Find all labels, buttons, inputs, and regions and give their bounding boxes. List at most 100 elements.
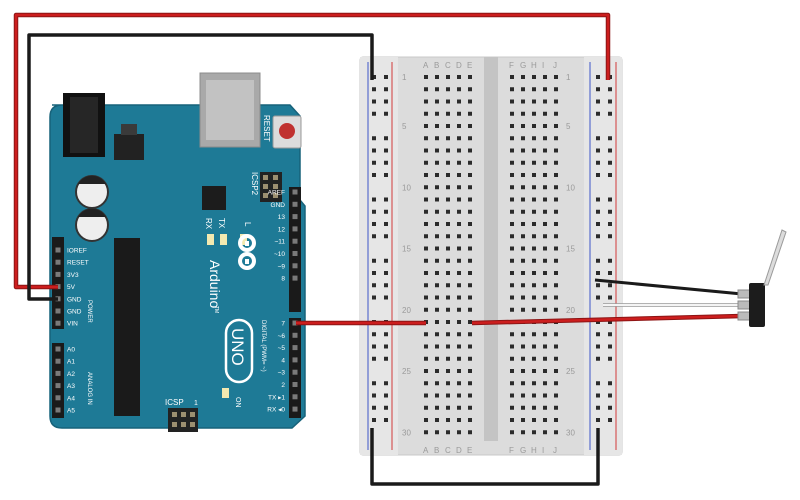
breadboard-hole[interactable] — [510, 369, 514, 373]
breadboard-hole[interactable] — [424, 246, 428, 251]
breadboard-hole[interactable] — [543, 185, 547, 190]
breadboard-hole[interactable] — [435, 258, 439, 263]
rail-hole[interactable] — [608, 393, 612, 398]
breadboard-hole[interactable] — [554, 87, 558, 92]
breadboard-hole[interactable] — [424, 234, 428, 239]
breadboard-hole[interactable] — [446, 258, 450, 263]
rail-hole[interactable] — [596, 393, 600, 398]
breadboard-hole[interactable] — [532, 75, 536, 79]
breadboard-hole[interactable] — [457, 332, 461, 337]
breadboard-hole[interactable] — [521, 222, 525, 226]
breadboard-hole[interactable] — [532, 393, 536, 398]
breadboard-hole[interactable] — [521, 405, 525, 410]
breadboard-hole[interactable] — [446, 222, 450, 226]
breadboard-hole[interactable] — [521, 173, 525, 177]
breadboard-hole[interactable] — [510, 160, 514, 165]
breadboard-hole[interactable] — [435, 246, 439, 251]
breadboard-hole[interactable] — [543, 160, 547, 165]
breadboard-hole[interactable] — [532, 234, 536, 239]
breadboard-hole[interactable] — [510, 246, 514, 251]
rail-hole[interactable] — [372, 148, 376, 153]
breadboard-hole[interactable] — [435, 234, 439, 239]
rail-hole[interactable] — [384, 111, 388, 116]
breadboard-hole[interactable] — [457, 405, 461, 410]
header-pin[interactable] — [55, 320, 61, 326]
rail-hole[interactable] — [372, 344, 376, 349]
breadboard-hole[interactable] — [446, 405, 450, 410]
breadboard-hole[interactable] — [457, 271, 461, 275]
header-pin[interactable] — [292, 189, 298, 195]
rail-hole[interactable] — [372, 405, 376, 410]
breadboard-hole[interactable] — [457, 222, 461, 226]
rail-hole[interactable] — [596, 87, 600, 92]
breadboard-hole[interactable] — [446, 332, 450, 337]
breadboard-hole[interactable] — [457, 148, 461, 153]
rail-hole[interactable] — [596, 148, 600, 153]
rail-hole[interactable] — [608, 99, 612, 104]
breadboard-hole[interactable] — [424, 381, 428, 386]
breadboard-hole[interactable] — [521, 234, 525, 239]
rail-hole[interactable] — [372, 136, 376, 141]
breadboard-hole[interactable] — [532, 185, 536, 190]
breadboard-hole[interactable] — [543, 393, 547, 398]
breadboard-hole[interactable] — [457, 430, 461, 435]
header-pin[interactable] — [55, 407, 61, 413]
rail-hole[interactable] — [596, 258, 600, 263]
breadboard-hole[interactable] — [543, 356, 547, 361]
breadboard-hole[interactable] — [435, 99, 439, 104]
breadboard-hole[interactable] — [446, 418, 450, 422]
breadboard-hole[interactable] — [510, 430, 514, 435]
rail-hole[interactable] — [384, 99, 388, 104]
breadboard-hole[interactable] — [435, 209, 439, 214]
breadboard-hole[interactable] — [554, 356, 558, 361]
breadboard-hole[interactable] — [521, 148, 525, 153]
breadboard-hole[interactable] — [435, 369, 439, 373]
rail-hole[interactable] — [608, 320, 612, 324]
breadboard-hole[interactable] — [554, 124, 558, 128]
rail-hole[interactable] — [372, 393, 376, 398]
header-pin[interactable] — [292, 382, 298, 387]
rail-hole[interactable] — [596, 160, 600, 165]
breadboard-hole[interactable] — [510, 209, 514, 214]
breadboard-hole[interactable] — [521, 185, 525, 190]
breadboard-hole[interactable] — [446, 393, 450, 398]
breadboard-hole[interactable] — [532, 271, 536, 275]
breadboard-hole[interactable] — [543, 430, 547, 435]
breadboard-hole[interactable] — [543, 136, 547, 141]
breadboard-hole[interactable] — [457, 136, 461, 141]
rail-hole[interactable] — [384, 87, 388, 92]
breadboard-hole[interactable] — [457, 295, 461, 300]
breadboard-hole[interactable] — [510, 356, 514, 361]
breadboard-hole[interactable] — [554, 307, 558, 312]
rail-hole[interactable] — [596, 405, 600, 410]
rail-hole[interactable] — [608, 222, 612, 226]
breadboard-hole[interactable] — [510, 185, 514, 190]
breadboard-hole[interactable] — [510, 283, 514, 288]
breadboard-hole[interactable] — [424, 209, 428, 214]
header-pin[interactable] — [292, 226, 298, 232]
header-pin[interactable] — [292, 214, 298, 220]
breadboard-hole[interactable] — [532, 222, 536, 226]
breadboard-hole[interactable] — [510, 173, 514, 177]
breadboard-hole[interactable] — [468, 136, 472, 141]
breadboard-hole[interactable] — [468, 246, 472, 251]
rail-hole[interactable] — [596, 136, 600, 141]
breadboard-hole[interactable] — [532, 405, 536, 410]
rail-hole[interactable] — [596, 99, 600, 104]
breadboard-hole[interactable] — [521, 418, 525, 422]
breadboard-hole[interactable] — [424, 369, 428, 373]
breadboard-hole[interactable] — [554, 430, 558, 435]
breadboard-hole[interactable] — [446, 246, 450, 251]
breadboard-hole[interactable] — [554, 136, 558, 141]
breadboard-hole[interactable] — [435, 381, 439, 386]
rail-hole[interactable] — [596, 332, 600, 337]
breadboard-hole[interactable] — [543, 246, 547, 251]
breadboard-hole[interactable] — [521, 246, 525, 251]
breadboard-hole[interactable] — [468, 234, 472, 239]
breadboard-hole[interactable] — [435, 320, 439, 324]
breadboard-hole[interactable] — [543, 283, 547, 288]
breadboard-hole[interactable] — [554, 209, 558, 214]
breadboard-hole[interactable] — [435, 75, 439, 79]
rail-hole[interactable] — [596, 320, 600, 324]
rail-hole[interactable] — [372, 99, 376, 104]
